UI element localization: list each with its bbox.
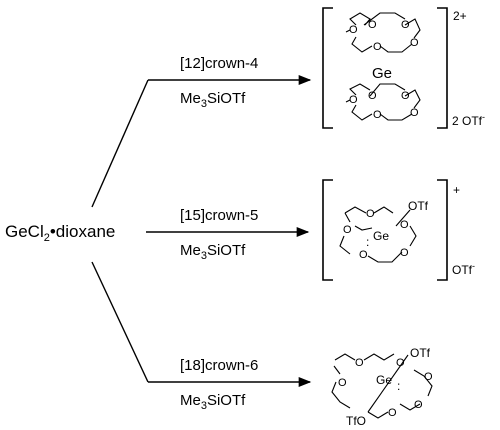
svg-text:O: O: [373, 41, 382, 53]
svg-text:O: O: [355, 357, 364, 369]
svg-text:O: O: [373, 109, 382, 121]
lone-pair-bottom: :: [397, 379, 400, 393]
metal-label-middle: Ge: [373, 229, 389, 243]
apical-triflate-top: OTf: [410, 346, 431, 360]
crown-label-bottom: [18]crown-6: [180, 357, 258, 374]
svg-text:O: O: [400, 247, 409, 259]
svg-text:O: O: [343, 224, 352, 236]
reactant-label: GeCl2•dioxane: [5, 222, 115, 244]
svg-text:O: O: [396, 357, 405, 369]
apical-triflate-middle: OTf: [408, 199, 429, 213]
reagent-label-bottom: Me3SiOTf: [180, 392, 246, 412]
svg-text:O: O: [338, 377, 347, 389]
svg-text:O: O: [388, 407, 397, 419]
crown-label-top: [12]crown-4: [180, 55, 258, 72]
svg-text:O: O: [368, 19, 377, 31]
crown-ring-upper: O O O O O: [345, 12, 421, 53]
metal-label-bottom: Ge: [376, 373, 392, 387]
svg-text:O: O: [401, 19, 410, 31]
bracket-left-middle: [322, 179, 333, 281]
product-sandwich-complex: 2+ 2 OTf- O O O O O Ge O O O O O: [322, 7, 485, 129]
svg-text:O: O: [366, 208, 375, 220]
counterion-label-middle: OTf-: [452, 261, 475, 277]
svg-text:O: O: [424, 371, 433, 383]
svg-text:O: O: [401, 90, 410, 102]
crown-ring-lower: O O O O O: [345, 83, 421, 121]
svg-text:O: O: [349, 24, 358, 36]
svg-text:O: O: [414, 399, 423, 411]
lone-pair-middle: :: [366, 235, 369, 249]
svg-text:O: O: [349, 94, 358, 106]
bracket-left-top: [322, 7, 333, 129]
product-hexacrown-complex: OTf TfO O O O O O O Ge :: [331, 346, 433, 428]
svg-text:O: O: [359, 249, 368, 261]
apical-triflate-bottom: TfO: [346, 414, 366, 428]
crown-label-middle: [15]crown-5: [180, 207, 258, 224]
svg-text:O: O: [410, 37, 419, 49]
charge-label-top: 2+: [453, 9, 467, 23]
bracket-right-top: [437, 7, 448, 129]
svg-text:O: O: [368, 90, 377, 102]
svg-text:O: O: [410, 107, 419, 119]
branch-line-top: [91, 79, 149, 208]
reagent-label-middle: Me3SiOTf: [180, 242, 246, 262]
reagent-label-top: Me3SiOTf: [180, 90, 246, 110]
branch-line-bottom: [91, 261, 149, 383]
counterion-label-top: 2 OTf-: [452, 112, 485, 128]
svg-text:O: O: [400, 219, 409, 231]
product-pentacrown-complex: + OTf- OTf O O O O O Ge :: [322, 179, 475, 281]
charge-label-middle: +: [453, 183, 460, 197]
bracket-right-middle: [437, 179, 448, 281]
metal-label-top: Ge: [372, 65, 392, 82]
